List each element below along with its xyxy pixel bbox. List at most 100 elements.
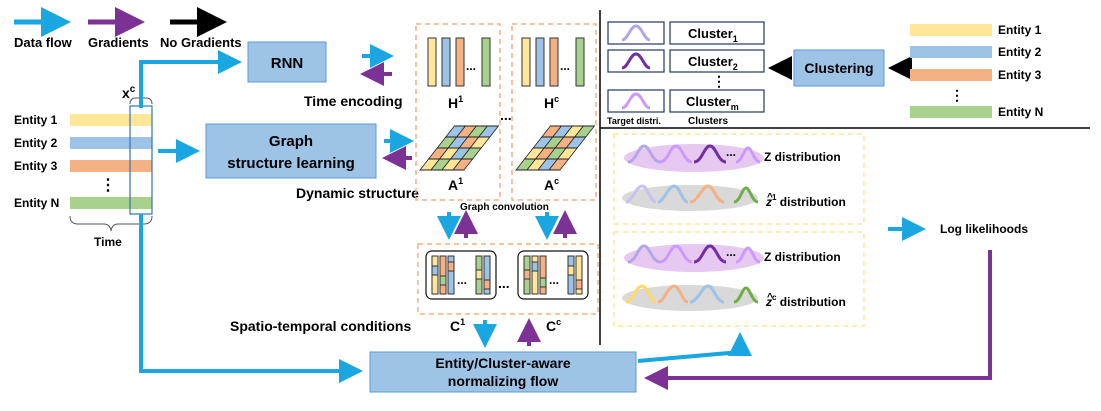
entity-1-label: Entity 1 <box>14 113 58 127</box>
loglik-label: Log likelihoods <box>940 222 1028 236</box>
right-entity-vdots: ⋮ <box>950 87 964 103</box>
z-curve-cd <box>735 246 761 264</box>
distribution-group-1: ... Z distribution z1 distribution ^ <box>613 133 865 225</box>
z1-hat: ^ <box>767 192 773 203</box>
c-between-ellipsis: ... <box>498 275 510 291</box>
z-curve-1c <box>693 144 727 164</box>
h1-ellipsis: ... <box>466 59 476 73</box>
ha-between-ellipsis: ... <box>500 107 512 123</box>
ha-dashed-box-1 <box>415 23 501 201</box>
input-flow-arrows <box>139 50 363 383</box>
cluster-2-box <box>669 49 765 73</box>
right-entity-n-bar <box>910 106 992 118</box>
gsl-box <box>205 123 377 179</box>
cc-label: Cc <box>546 317 561 334</box>
a1-label: A1 <box>448 176 463 193</box>
hc-col-n <box>575 37 585 87</box>
target-curve-m <box>621 92 651 110</box>
arrow-to-flow <box>139 214 363 383</box>
flow-label-line2: normalizing flow <box>448 373 559 389</box>
z-ellipse-c <box>624 244 764 272</box>
hc-ellipsis: ... <box>560 59 570 73</box>
right-entity-n-label: Entity N <box>998 105 1043 119</box>
z1-curve-c <box>689 184 725 204</box>
clusters-panel: Cluster1 Cluster2 ⋮ Clusterm Target dist… <box>607 21 1043 127</box>
gsl-module: Graph structure learning Dynamic structu… <box>205 123 419 201</box>
target-curve-2 <box>621 52 651 70</box>
right-entity-1-label: Entity 1 <box>998 23 1042 37</box>
a1-grid <box>419 125 500 171</box>
z1-curve-a <box>625 184 657 204</box>
legend-gradients-label: Gradients <box>88 35 149 50</box>
target-distri-label: Target distri. <box>607 116 661 126</box>
right-entity-3-label: Entity 3 <box>998 68 1042 82</box>
zc-curve-d <box>733 286 759 304</box>
loglik-grad-arrow <box>644 250 992 390</box>
clusters-label: Clusters <box>688 116 728 127</box>
z1-curve-d <box>733 186 759 204</box>
time-brace <box>69 215 153 232</box>
spatio-temporal-label: Spatio-temporal conditions <box>230 318 411 334</box>
clustering-label: Clustering <box>804 60 873 76</box>
z-dist-label-1: Z distribution <box>764 150 841 164</box>
cluster-1-box <box>669 21 765 45</box>
z-curve-1d <box>735 146 761 164</box>
z-curve-1a <box>627 144 661 164</box>
cluster-1-label: Cluster1 <box>688 26 738 44</box>
z-curve-cc <box>693 244 727 264</box>
gsl-label-line1: Graph <box>269 133 313 150</box>
entity-3-label: Entity 3 <box>14 159 58 173</box>
time-encoding-label: Time encoding <box>304 93 403 109</box>
z-dist-label-c: Z distribution <box>764 250 841 264</box>
cluster-m-box <box>669 89 765 113</box>
rnn-label: RNN <box>271 55 304 72</box>
z1-ellipse <box>622 185 758 211</box>
cluster-2-label: Cluster2 <box>688 54 738 72</box>
hc-col-2 <box>535 37 545 87</box>
time-label: Time <box>94 235 122 249</box>
legend-no-gradients-label: No Gradients <box>160 35 242 50</box>
conditions: ... ... ... Spatio-temporal conditions C… <box>230 243 599 348</box>
cc-cols <box>523 255 583 295</box>
c1-cols <box>431 255 491 295</box>
cc-inner-ellipsis: ... <box>549 273 559 287</box>
entity-2-bar <box>70 137 152 149</box>
entity-vdots: ⋮ <box>100 177 116 194</box>
z1-curve-b <box>657 184 689 204</box>
z-ellipsis-c: ... <box>726 245 736 259</box>
ac-grid <box>515 125 596 171</box>
dist-dashed-box-c <box>613 231 865 327</box>
c1-inner-ellipsis: ... <box>457 273 467 287</box>
z-ellipsis-1: ... <box>726 145 736 159</box>
hc-col-3 <box>549 37 559 87</box>
target-curve-1 <box>621 24 651 42</box>
right-entity-1-bar <box>910 24 992 36</box>
entity-3-bar <box>70 160 152 172</box>
clustering-box <box>793 49 885 87</box>
zc-curve-c <box>689 284 725 304</box>
entity-2-label: Entity 2 <box>14 136 58 150</box>
entity-n-bar <box>70 197 152 209</box>
rnn-box <box>247 41 327 83</box>
zc-dist-label: zc distribution <box>765 293 846 309</box>
h1-label: H1 <box>448 94 463 111</box>
legend: Data flow Gradients No Gradients <box>14 7 242 50</box>
ha-group-1: ... H1 A1 <box>415 23 501 201</box>
xc-label: xc <box>122 84 136 101</box>
zc-ellipse <box>622 285 758 311</box>
ac-label: Ac <box>544 176 559 193</box>
ha-group-c: ... Hc Ac <box>511 23 597 201</box>
arrow-to-rnn <box>139 50 242 108</box>
conditions-dashed-box <box>417 243 599 315</box>
flow-to-dist-arrow <box>637 332 752 363</box>
z-curve-ca <box>627 244 661 264</box>
rnn-module: RNN Time encoding <box>247 41 403 109</box>
hc-col-1 <box>521 37 531 87</box>
h1-col-1 <box>427 37 437 87</box>
dynamic-structure-label: Dynamic structure <box>296 185 419 201</box>
entity-n-label: Entity N <box>14 196 59 210</box>
legend-data-flow-label: Data flow <box>14 35 73 50</box>
ha-dashed-box-c <box>511 23 597 201</box>
right-entity-2-label: Entity 2 <box>998 45 1042 59</box>
